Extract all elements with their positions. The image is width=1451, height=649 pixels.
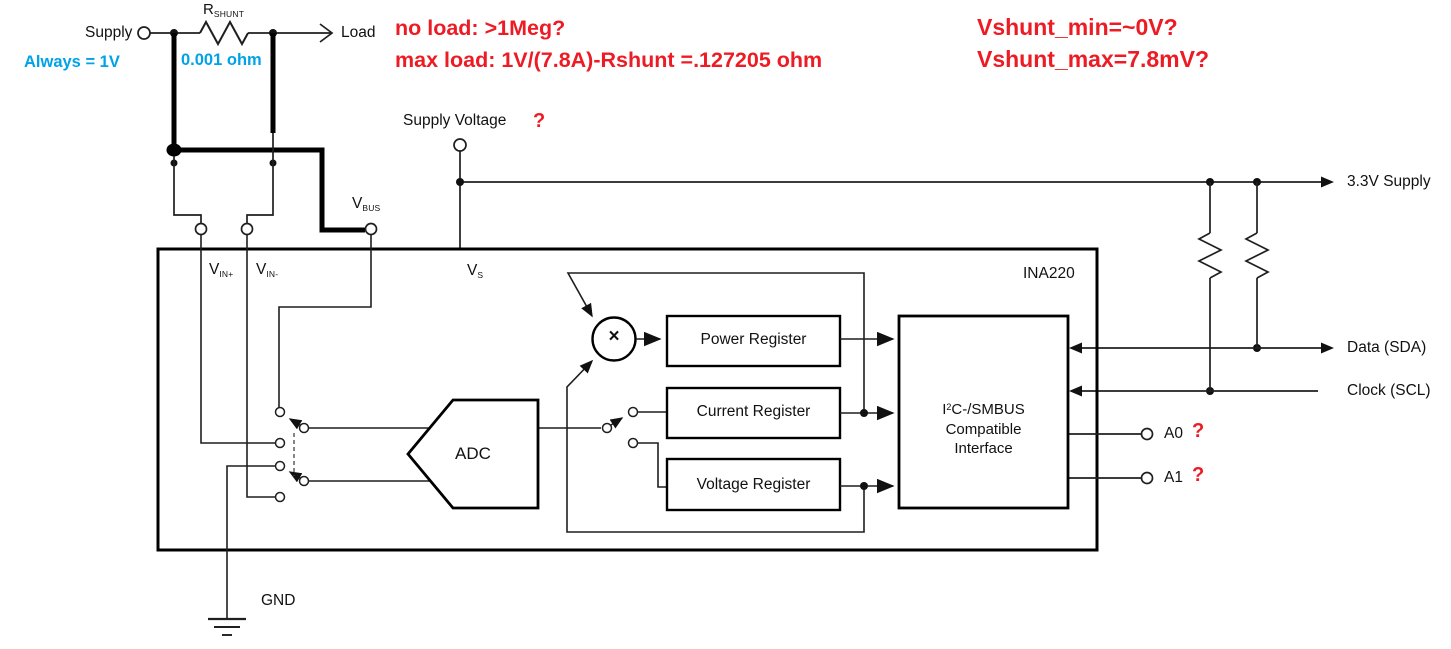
a1-question: ? [1192,464,1205,486]
adc-label: ADC [455,444,491,463]
load-label: Load [341,24,376,41]
r-shunt-base: R [203,1,214,18]
shunt-resistor [199,19,249,47]
register-output-dots [860,409,868,490]
a1-terminal [1140,471,1154,485]
max-load-annotation: max load: 1V/(7.8A)-Rshunt =.127205 ohm [395,48,823,72]
power-register-label: Power Register [700,331,807,348]
vin-plus-terminal [194,222,208,236]
supply-rail [459,151,1322,250]
rail-33v-label: 3.3V Supply [1347,173,1431,190]
vs-pin-label: VS [467,262,483,280]
vin-minus-pin-label: VIN- [256,261,278,279]
i2c-bus-lines [1082,347,1325,392]
internal-wires [200,234,667,619]
i2c-line2: Compatible [945,420,1022,438]
vs-base: V [467,262,478,279]
multiplier-symbol: × [608,326,620,347]
chip-name-label: INA220 [1023,265,1075,282]
vin-plus-pin-label: VIN+ [209,261,233,279]
supply-voltage-question: ? [533,110,546,132]
rail-33v-arrow [1321,176,1334,188]
vshunt-min-annotation: Vshunt_min=~0V? [977,14,1178,40]
thick-sense-wires [171,33,365,233]
multiplier-block [591,316,637,362]
sense-wires [173,133,274,223]
scl-label: Clock (SCL) [1347,382,1431,399]
vs-sub: S [477,270,484,280]
feedback-paths [566,272,865,533]
vin-plus-base: V [209,261,220,278]
i2c-interface-block [897,314,1070,510]
shunt-circuit [137,19,334,47]
vin-minus-sub: IN- [266,269,279,279]
address-pins [1068,427,1154,485]
load-arrow [319,23,334,43]
current-register-block [665,386,842,440]
supply-terminal [137,26,151,40]
vin-minus-base: V [256,261,267,278]
ground-symbol [208,617,246,636]
input-switches [274,406,310,503]
gnd-label: GND [261,592,296,609]
power-register-block [665,314,842,368]
register-blocks [665,314,842,512]
supply-voltage-terminal [453,138,467,152]
pullup-resistors [1197,182,1270,391]
a0-label: A0 [1164,425,1183,442]
i2c-line1: I2C-/SMBUS [942,401,1025,418]
adc-block [406,398,540,510]
no-load-annotation: no load: >1Meg? [395,16,566,40]
vbus-sub: BUS [362,203,381,213]
rail-dots [456,178,1261,395]
vshunt-max-annotation: Vshunt_max=7.8mV? [977,46,1210,72]
r-shunt-sub: SHUNT [213,9,245,19]
a0-question: ? [1192,420,1205,442]
a1-label: A1 [1164,469,1183,486]
shunt-value-annotation: 0.001 ohm [181,51,262,69]
always-1v-annotation: Always = 1V [24,53,120,71]
current-register-label: Current Register [696,403,811,420]
vin-plus-sub: IN+ [219,269,234,279]
pin-terminals [194,138,467,236]
supply-label: Supply [85,24,133,41]
pullup-resistor-scl [1197,232,1223,279]
ina220-box [156,247,1099,552]
i2c-bus-arrows [1069,342,1334,397]
r-shunt-label: RSHUNT [203,1,245,19]
shunt-nodes [170,29,277,167]
vbus-base: V [352,195,363,212]
i2c-line3: Interface [954,440,1013,457]
vbus-terminal [364,222,378,236]
thick-junction-dot [166,143,182,157]
vin-minus-terminal [240,222,254,236]
i2c-interface-label: I2C-/SMBUS Compatible Interface [899,398,1068,459]
voltage-register-label: Voltage Register [696,476,811,493]
vbus-pin-label: VBUS [352,195,380,213]
supply-voltage-label: Supply Voltage [403,112,507,129]
output-switch [601,406,639,449]
a0-terminal [1140,427,1154,441]
voltage-register-block [665,457,842,512]
sda-label: Data (SDA) [1347,339,1427,356]
